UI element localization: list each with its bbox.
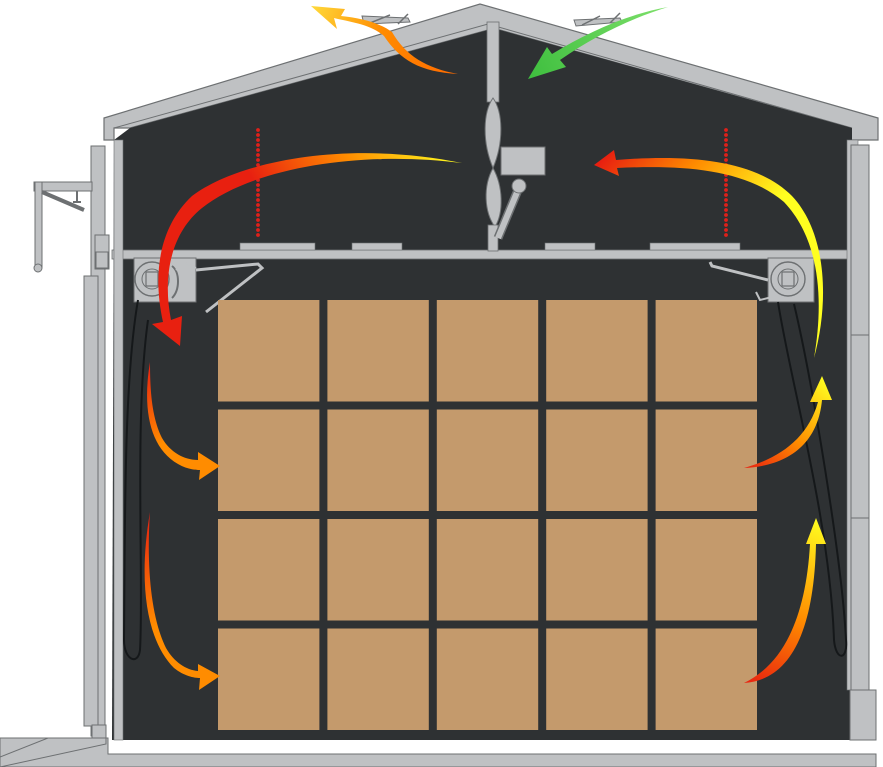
supply-left-upper-arrow [147,362,220,480]
heater-element [256,218,260,222]
timber-stack [436,519,539,621]
heater-element [256,228,260,232]
curtain-left [122,299,149,661]
heater-element [724,188,728,192]
timber-stack [546,409,648,511]
heater-element [724,153,728,157]
timber-stack [655,519,757,621]
heater-coil-icon [256,128,260,237]
timber-stack [327,409,429,511]
heater-element [724,183,728,187]
timber-stack [655,409,757,511]
timber-stacks [218,300,757,730]
timber-stack [655,300,757,402]
baffle-mid-left [351,242,403,251]
heater-element [724,158,728,162]
heater-element [256,213,260,217]
left-wall-liner [113,139,124,741]
humidifier-right [708,257,815,303]
ground-ramp [0,737,107,767]
timber-stack [546,300,648,402]
heater-element [724,143,728,147]
timber-stack [218,519,320,621]
baffle-left [239,242,316,251]
heater-element [256,193,260,197]
return-right-lower-arrow [744,518,826,683]
roof-vent-intake [573,12,623,27]
timber-stack [218,628,320,730]
heater-element [256,143,260,147]
heater-element [724,223,728,227]
curtain-right [777,301,848,657]
heater-element [724,133,728,137]
right-column [849,144,877,741]
motor-icon [500,146,546,176]
heater-element [256,163,260,167]
heater-element [256,158,260,162]
heater-element [724,148,728,152]
heater-element [256,233,260,237]
heater-element [724,138,728,142]
ceiling-beam [111,249,850,260]
circulation-fan [484,21,546,252]
heater-element [256,138,260,142]
timber-stack [218,300,320,402]
timber-stack [218,409,320,511]
heater-element [256,208,260,212]
heater-element [724,233,728,237]
baffle-right [649,242,741,251]
heater-element [724,228,728,232]
timber-stack [546,519,648,621]
timber-stack [436,300,539,402]
heater-element [724,178,728,182]
door-hoist [33,145,110,739]
heater-element [724,208,728,212]
heater-element [256,188,260,192]
heater-element [724,193,728,197]
heater-element [724,128,728,132]
heater-element [724,198,728,202]
timber-stack [436,409,539,511]
roof-vent-exhaust [361,13,411,25]
heater-element [256,153,260,157]
return-right-upper-arrow [744,376,832,468]
timber-stack [327,519,429,621]
heater-element [256,198,260,202]
heater-element [256,133,260,137]
heater-coil-icon [724,128,728,237]
supply-left-lower-arrow [144,512,220,690]
heater-element [256,148,260,152]
fresh-air-arrow [528,7,668,79]
heater-element [256,128,260,132]
heater-element [256,223,260,227]
baffle-mid-right [544,242,596,251]
heater-element [724,203,728,207]
timber-stack [546,628,648,730]
heater-element [724,218,728,222]
heater-element [256,183,260,187]
timber-stack [327,628,429,730]
ground-slab [0,737,877,767]
timber-stack [327,300,429,402]
timber-stack [655,628,757,730]
timber-stack [436,628,539,730]
heater-element [256,203,260,207]
airflow-arrows [144,6,832,690]
exhaust-air-arrow [311,6,458,74]
recirculation-right-arrow [594,150,824,358]
heater-element [724,213,728,217]
